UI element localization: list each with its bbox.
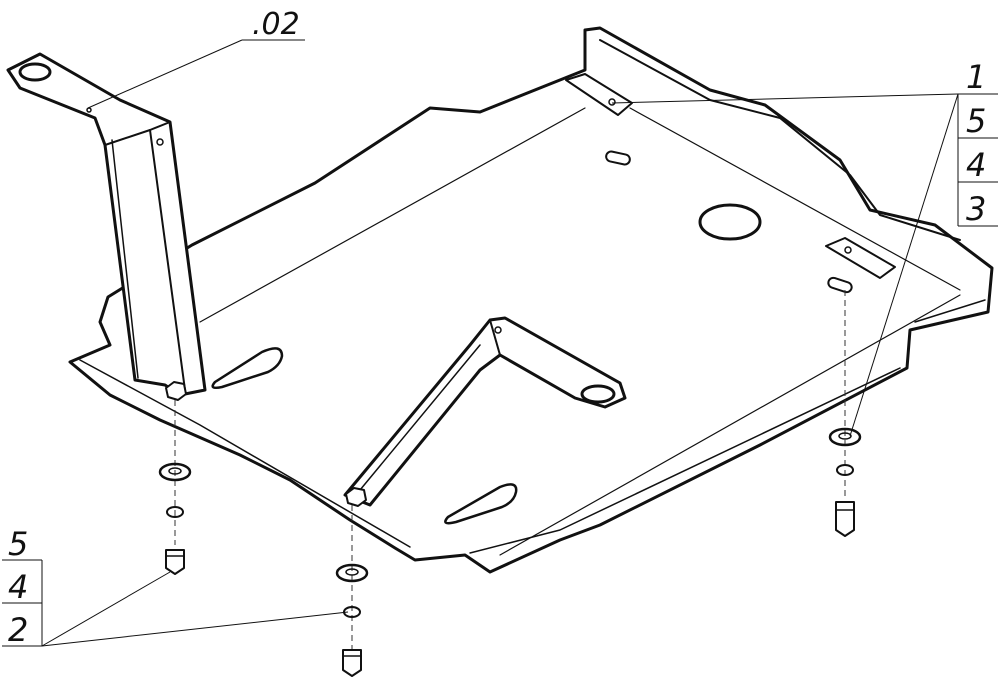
callout-right-1: 1: [966, 58, 986, 96]
fastener-right: [828, 290, 862, 537]
left-bracket: [6, 52, 207, 401]
mount-pad: [565, 73, 633, 116]
callout-right-4: 4: [966, 146, 986, 184]
callout-left-4: 4: [8, 568, 28, 606]
callout-left-2: 2: [8, 611, 28, 649]
callout-02: .02: [87, 7, 305, 109]
inner-rail: [343, 316, 627, 507]
fastener-left: [158, 400, 192, 575]
callout-02-label: .02: [252, 7, 300, 42]
slot-hole: [211, 347, 284, 390]
skid-plate: [68, 26, 994, 574]
callout-right-5: 5: [966, 102, 986, 140]
slot-hole: [827, 276, 853, 294]
slot-hole: [444, 483, 518, 525]
mount-pad: [825, 237, 896, 279]
callout-stack-left: 5 4 2: [2, 525, 349, 649]
callout-right-3: 3: [966, 190, 986, 228]
round-hole: [698, 203, 762, 241]
callout-left-5: 5: [8, 525, 28, 563]
slot-hole: [605, 150, 631, 166]
callout-stack-right: 1 5 4 3: [611, 58, 998, 437]
fastener-center: [335, 505, 369, 677]
